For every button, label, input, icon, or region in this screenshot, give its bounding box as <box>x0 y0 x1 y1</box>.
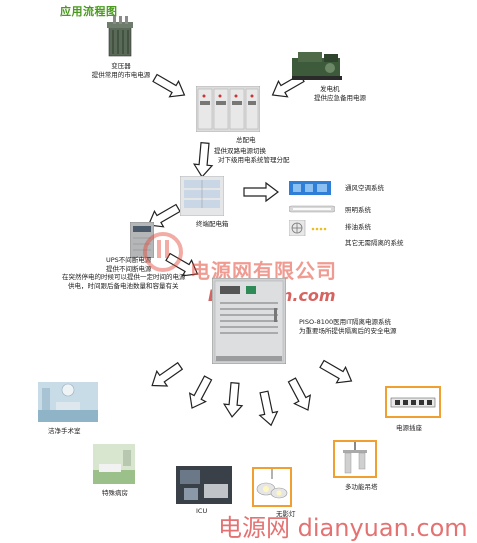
diagram-title: 应用流程图 <box>60 5 118 18</box>
footer-watermark: 电源网 dianyuan.com <box>218 514 468 542</box>
socket-frame <box>385 386 441 418</box>
socket-icon <box>390 397 436 408</box>
piso-label: PISO-8100医用IT隔离电源系统 为重要场所提供隔离后的安全电源 <box>299 318 397 335</box>
system-item-hvac: 通风空调系统 <box>345 184 384 192</box>
piso-cabinet-icon <box>212 278 286 364</box>
shadowless-lamp-frame <box>252 467 292 507</box>
arrow-piso-to-pendant <box>283 375 317 415</box>
main-panel-icon <box>196 86 260 132</box>
destination-operating-room: 洁净手术室 <box>48 427 81 435</box>
lighting-icon <box>289 205 335 213</box>
ups-icon <box>130 222 154 258</box>
terminal-panel-label: 终端配电箱 <box>196 220 229 228</box>
operating-room-photo <box>38 382 98 422</box>
transformer-icon <box>107 16 133 57</box>
transformer-label: 变压器 提供常用的市电电源 <box>91 62 151 79</box>
arrow-piso-to-or <box>146 358 186 394</box>
destination-icu: ICU <box>196 507 208 515</box>
generator-label: 发电机 提供应急备用电源 <box>314 85 366 102</box>
arrow-terminal-to-systems <box>243 182 279 202</box>
system-item-exhaust: 排油系统 <box>345 223 371 231</box>
pendant-icon <box>343 442 367 474</box>
system-item-other: 其它无需隔离的系统 <box>345 239 404 247</box>
ups-label: UPS不间断电源 提供不间断电源 在突然停电的时候可以提供一定时间的电源 供电，… <box>62 256 186 290</box>
generator-icon <box>292 52 342 80</box>
shadowless-lamp-icon <box>256 469 288 499</box>
arrow-piso-to-ward <box>183 373 217 413</box>
arrow-panel-to-terminal <box>192 141 215 179</box>
arrow-piso-to-lamp <box>254 389 281 428</box>
main-panel-name: 总配电 <box>236 136 256 144</box>
main-panel-desc: 提供双路电源切换 对下级用电系统管理分配 <box>214 147 290 164</box>
destination-pendant: 多功能吊塔 <box>345 483 378 491</box>
destination-socket: 电源插座 <box>396 424 422 432</box>
special-ward-photo <box>93 444 135 484</box>
system-item-lighting: 照明系统 <box>345 206 371 214</box>
terminal-panel-icon <box>180 176 224 216</box>
arrow-piso-to-icu <box>222 381 245 419</box>
destination-shadowless-lamp: 无影灯 <box>276 510 296 518</box>
exhaust-icon <box>289 220 327 236</box>
pendant-frame <box>333 440 377 478</box>
icu-photo <box>176 466 232 504</box>
hvac-icon <box>289 181 331 195</box>
destination-special-ward: 特殊病房 <box>102 489 128 497</box>
arrow-piso-to-socket <box>316 355 357 390</box>
watermark-logo-icon <box>143 232 183 272</box>
